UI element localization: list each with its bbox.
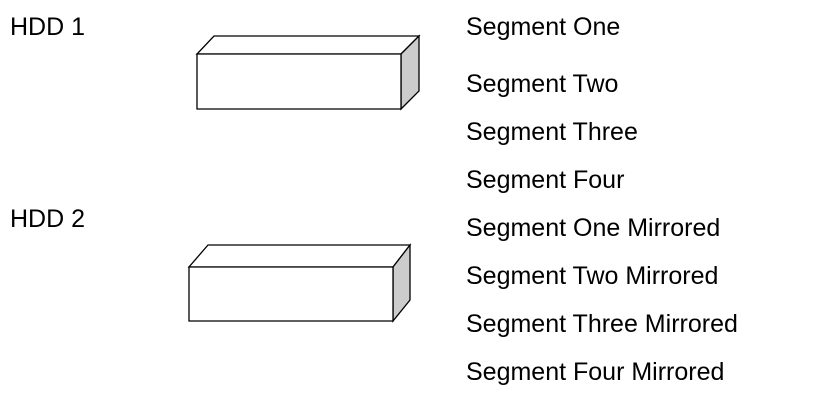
segment-item: Segment Two — [466, 70, 619, 98]
hdd-1-top-face — [195, 35, 421, 55]
segment-item: Segment Four — [466, 166, 625, 194]
segment-item-mirrored: Segment Two Mirrored — [466, 262, 719, 290]
segment-item-mirrored: Segment Three Mirrored — [466, 310, 738, 338]
segment-item-mirrored: Segment Four Mirrored — [466, 358, 725, 386]
segment-item: Segment Three — [466, 118, 638, 146]
segment-item: Segment One — [466, 13, 621, 41]
hdd-2-drive-icon — [187, 243, 412, 323]
hdd-1-label: HDD 1 — [10, 13, 86, 41]
hdd-1-drive-icon — [195, 34, 421, 111]
segment-list: Segment One Segment Two Segment Three Se… — [466, 12, 738, 396]
segment-item-mirrored: Segment One Mirrored — [466, 214, 721, 242]
hdd-2-front-face — [188, 266, 394, 322]
hdd-2-label: HDD 2 — [10, 205, 86, 233]
hdd-2-top-face — [187, 244, 412, 268]
hdd-1-front-face — [196, 53, 402, 110]
